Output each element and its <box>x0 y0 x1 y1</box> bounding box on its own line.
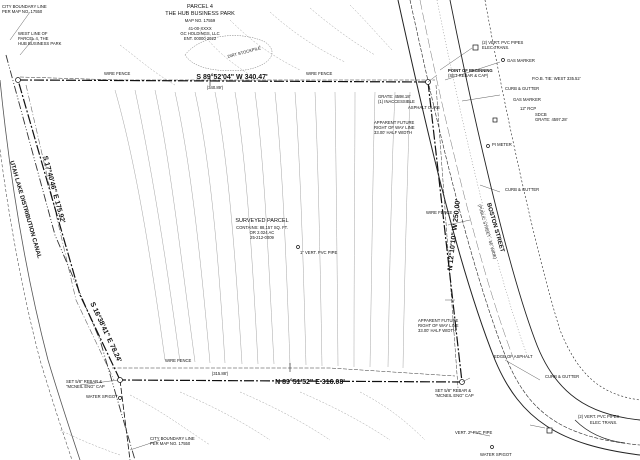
inaccessible-label-2: (1) INACCESSIBLE <box>378 99 415 104</box>
water-spigot-symbol <box>118 396 122 400</box>
canal <box>0 79 81 460</box>
north-inner-dim: (340.89') <box>207 85 224 90</box>
parcel-owner-3: ENT. 00000 2022 <box>184 36 217 41</box>
west-line-label-2: PARCEL 4, THE <box>18 36 49 41</box>
city-boundary-bot-2: PER MAP NO. 17550 <box>150 441 191 446</box>
dimension-ticks <box>209 77 291 372</box>
pob-sub-label: (SET REBAR & CAP) <box>448 73 489 78</box>
parcel-name: THE HUB BUSINESS PARK <box>165 11 235 17</box>
west-upper-bearing: S 17°40'46" E 175.92' <box>41 155 67 224</box>
pob-label: POINT OF BEGINNING <box>448 68 493 73</box>
city-boundary-top-label-1: CITY BOUNDARY LINE <box>2 4 47 9</box>
monument-markers <box>15 44 553 449</box>
city-boundary-bot-1: CITY BOUNDARY LINE <box>150 436 195 441</box>
pvc-pipe-marker <box>296 245 300 249</box>
edge-asphalt-label: EDGE OF ASPHALT <box>494 354 533 359</box>
elec-trans-bot-symbol <box>546 427 553 434</box>
north-bearing: S 89°52'04" W 340.47' <box>196 73 268 81</box>
apparent-row-label-1: APPARENT FUTURE <box>374 120 415 125</box>
dirt-stockpile-label: DIRT STOCKPILE <box>227 45 262 59</box>
west-line-label-3: HUB BUSINESS PARK <box>18 41 62 46</box>
set-rebar-left-1: SET 5/8" REBAR & <box>66 379 102 384</box>
water-spigot-bot-symbol <box>490 445 494 449</box>
apparent-row-lower-label-1: APPARENT FUTURE <box>418 318 459 323</box>
west-lower-bearing: S 16°38'41" E 78.24' <box>88 301 123 364</box>
south-bearing: N 89°51'52" E 316.08' <box>275 378 345 386</box>
elec-trans-bot-label: ELEC TRANS. <box>590 420 617 425</box>
pvc-pipes-top-label: (2) VERT. PVC PIPES <box>482 40 524 45</box>
pvc-pipe-label: 1" VERT. PVC PIPE <box>300 250 337 255</box>
leader-lines <box>9 11 546 451</box>
water-spigot-left: WATER SPIGOT <box>86 394 118 399</box>
curb-return <box>574 419 626 444</box>
vert-pvc-label: VERT. 2" PVC PIPE <box>455 430 492 435</box>
surveyed-parcel-ref: 25-212-0009 <box>250 235 274 240</box>
west-offset-line <box>25 84 115 381</box>
set-rebar-right-2: "MCNEIL ENG" CAP <box>435 393 474 398</box>
sdcb-grate-label: GRATE: 4597.28' <box>535 117 568 122</box>
wire-fence-label-nw: WIRE FENCE <box>104 71 130 76</box>
asphalt-curb-label: ASPHALT CURB <box>408 105 440 110</box>
water-spigot-bot: WATER SPIGOT <box>480 452 512 457</box>
pvc-pipes-bot-label: (2) VERT. PVC PIPES <box>578 414 620 419</box>
surveyed-parcel-acres: OR 2.024 AC <box>250 230 275 235</box>
surveyed-parcel-title: SURVEYED PARCEL <box>235 218 288 224</box>
apparent-row-label-2: RIGHT OF WAY LINE <box>374 125 415 130</box>
pi-meter-symbol <box>486 144 490 148</box>
dirt-stockpile-outline <box>184 35 273 71</box>
curb-gutter-label-mid: CURB & GUTTER <box>505 187 539 192</box>
parcel-title: PARCEL 4 <box>187 4 213 10</box>
wire-fence-label-n: WIRE FENCE <box>306 71 332 76</box>
elec-trans-top-label: ELEC TRANS. <box>482 45 509 50</box>
wire-fence-label-s: WIRE FENCE <box>165 358 191 363</box>
apparent-row-label-3: 33.00' HALF WIDTH <box>374 130 412 135</box>
curb-gutter-label-top: CURB & GUTTER <box>505 86 539 91</box>
gas-marker-symbol <box>501 58 505 62</box>
set-rebar-left-2: "MCNEIL ENG" CAP <box>66 384 105 389</box>
pob-tie-label: P.O.B. TIE: WEST 335.52' <box>532 76 581 81</box>
sdcb-symbol <box>492 117 498 123</box>
apparent-row-lower-label-3: 33.00' HALF WIDTH <box>418 328 456 333</box>
set-rebar-right-1: SET 5/8" REBAR & <box>435 388 471 393</box>
curb-gutter-label-bot: CURB & GUTTER <box>545 374 579 379</box>
parcel-map-no: MAP NO. 17559 <box>185 18 216 23</box>
nw-monument <box>15 77 21 83</box>
pi-meter-label: PI METER <box>492 142 512 147</box>
inaccessible-label: GRATE: 4598.18' <box>378 94 411 99</box>
sdcb-label: SDCB <box>535 112 547 117</box>
west-extension-line <box>119 379 131 460</box>
gas-marker-label: GAS MARKER <box>507 58 535 63</box>
parcel-owner-2: GC HOLDINGS, LLC <box>180 31 219 36</box>
parcel-owner-1: 41-00-XXXX <box>188 26 211 31</box>
city-boundary-top-label-2: PER MAP NO. 17550 <box>2 9 43 14</box>
surveyed-parcel-sqft: CONTAINS: 88,157 SQ. FT. <box>236 225 288 230</box>
sdcb-rcp-label: 12" RCP <box>520 106 536 111</box>
sw-monument <box>117 377 123 383</box>
south-inner-dim: (315.88') <box>212 371 229 376</box>
elec-trans-symbol <box>472 44 479 51</box>
wire-fence-label-e: WIRE FENCE <box>426 210 452 215</box>
apparent-row-lower-label-2: RIGHT OF WAY LINE <box>418 323 459 328</box>
west-line-label-1: WEST LINE OF <box>18 31 48 36</box>
parcel-boundary <box>17 79 463 383</box>
canal-name: UTAH LAKE DISTRIBUTION CANAL <box>8 160 42 259</box>
boston-street <box>397 0 640 456</box>
gas-marker-label-2: GAS MARKER <box>513 97 541 102</box>
